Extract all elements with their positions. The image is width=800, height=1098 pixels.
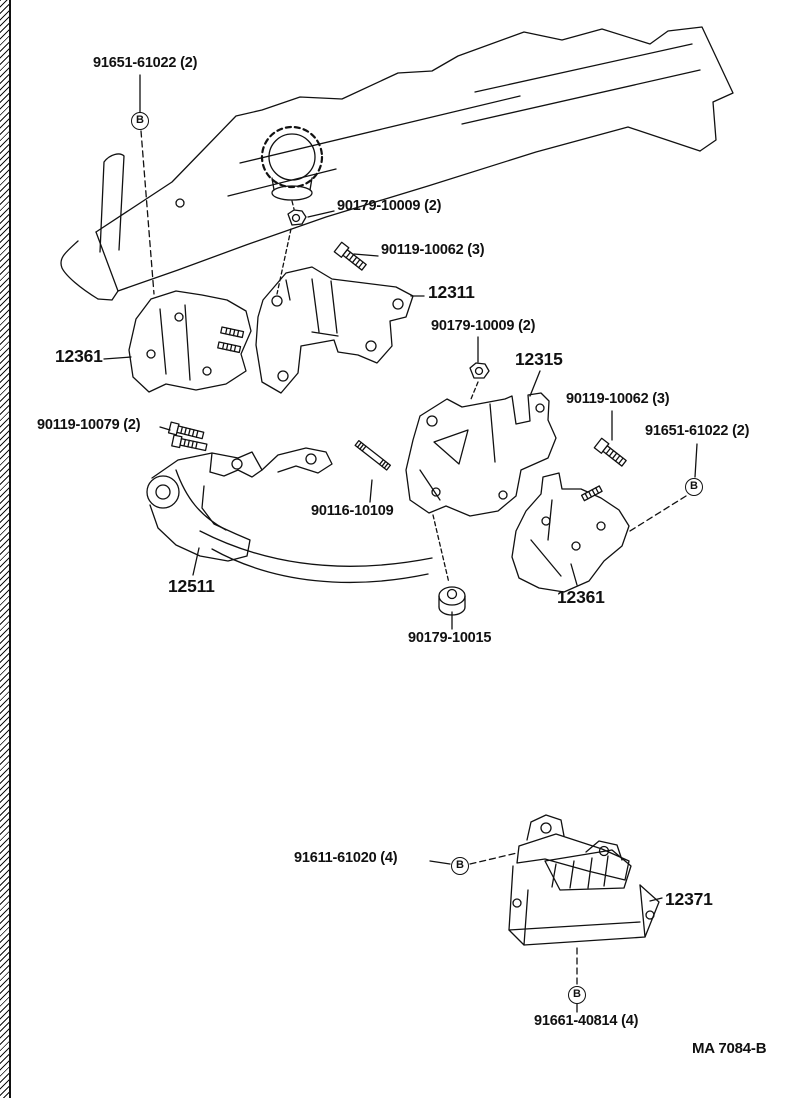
left-edge-hatch-border <box>0 0 11 1098</box>
part-label-90119-10079: 90119-10079 (2) <box>37 417 141 433</box>
part-label-12311: 12311 <box>428 282 475 302</box>
bolt-symbol-b-bottom-left: B <box>451 857 469 875</box>
part-label-12371: 12371 <box>665 889 713 909</box>
part-label-12511: 12511 <box>168 576 215 596</box>
part-label-12361-right: 12361 <box>557 587 605 607</box>
part-label-91611-61020: 91611-61020 (4) <box>294 850 398 866</box>
bolt-symbol-b-bottom: B <box>568 986 586 1004</box>
part-label-90116-10109: 90116-10109 <box>311 503 394 519</box>
part-label-12361-left: 12361 <box>55 346 103 366</box>
page-code: MA 7084-B <box>692 1040 767 1057</box>
bolt-symbol-b-top: B <box>131 112 149 130</box>
part-label-90119-10062-upper: 90119-10062 (3) <box>381 242 485 258</box>
part-label-90179-10015: 90179-10015 <box>408 630 492 646</box>
part-label-12315: 12315 <box>515 349 563 369</box>
part-label-91651-61022-right: 91651-61022 (2) <box>645 423 750 439</box>
part-label-90119-10062-lower: 90119-10062 (3) <box>566 391 670 407</box>
part-label-90179-10009-upper: 90179-10009 (2) <box>337 198 442 214</box>
bolt-symbol-b-right: B <box>685 478 703 496</box>
part-label-91651-61022-top: 91651-61022 (2) <box>93 55 198 71</box>
part-label-91661-40814: 91661-40814 (4) <box>534 1013 639 1029</box>
part-label-90179-10009-lower: 90179-10009 (2) <box>431 318 536 334</box>
